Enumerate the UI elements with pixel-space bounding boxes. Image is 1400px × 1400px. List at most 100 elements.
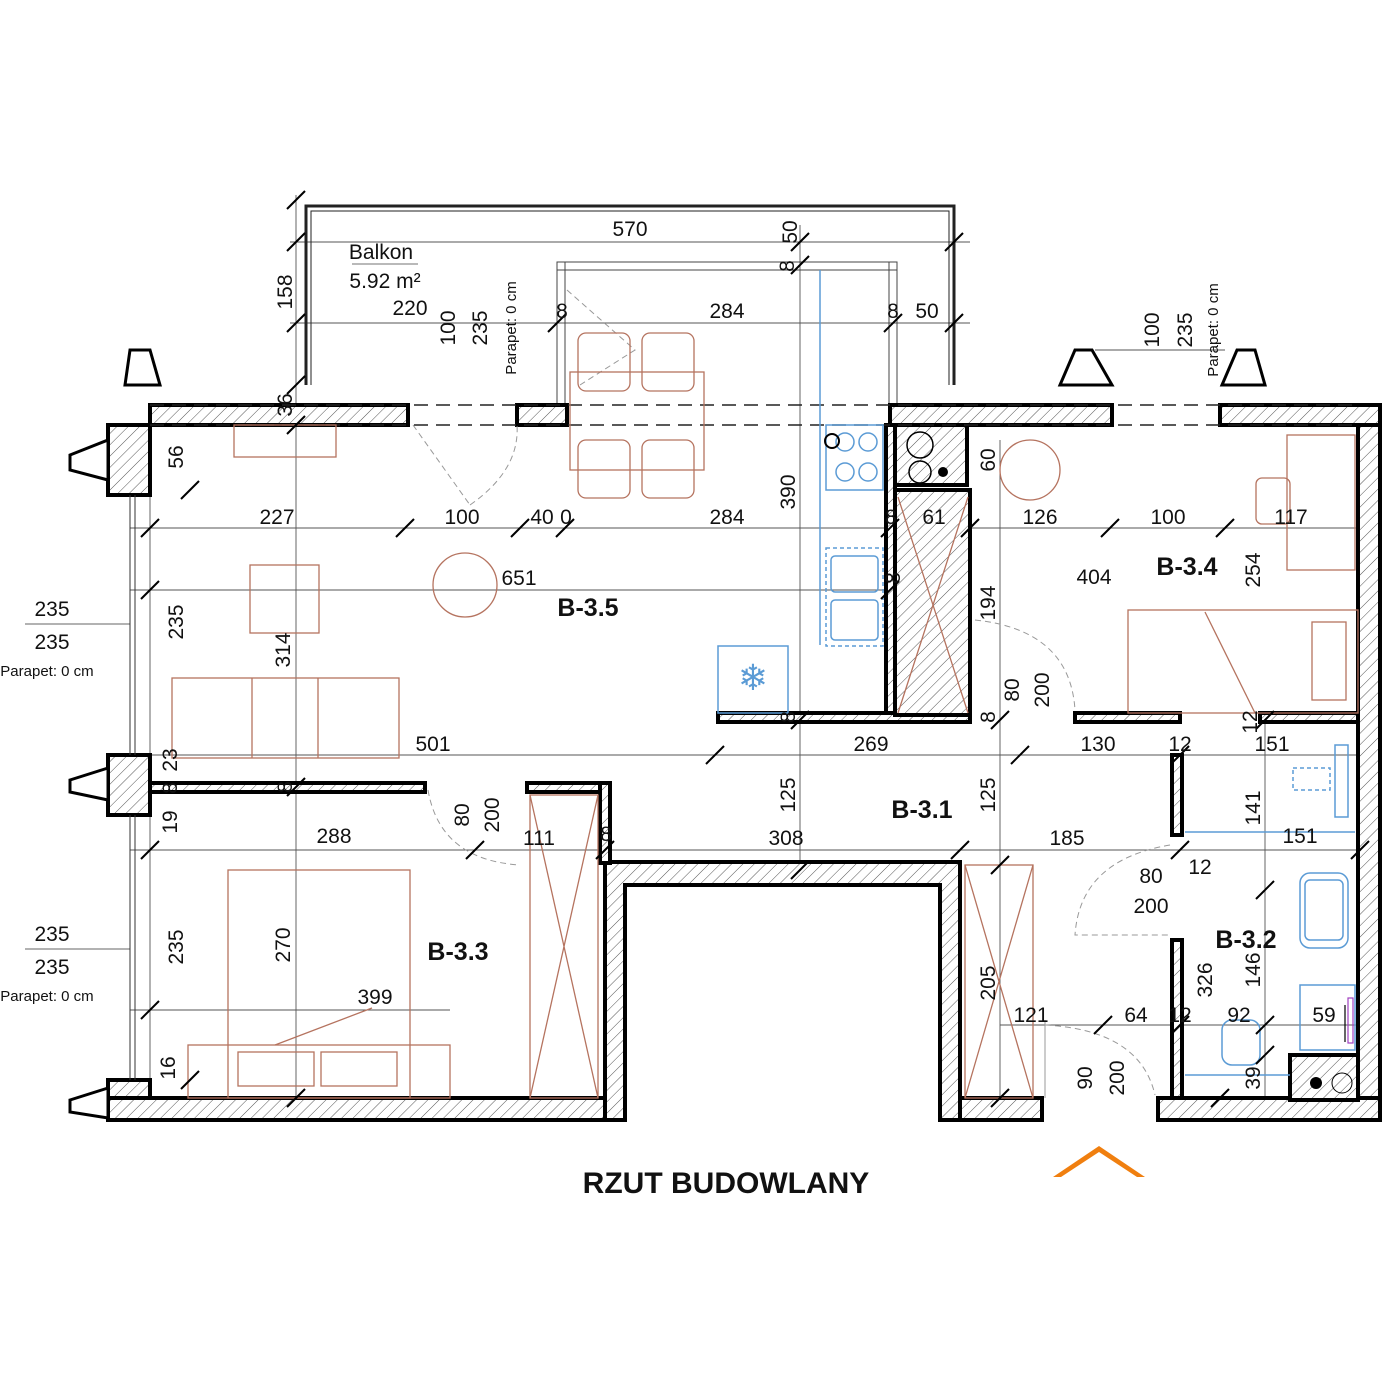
dimension-tick bbox=[1215, 518, 1235, 538]
dimension-label: 80 bbox=[1001, 678, 1024, 701]
dimension-tick bbox=[790, 710, 810, 730]
dimension-label: 326 bbox=[1194, 962, 1217, 997]
window-sill: Parapet: 0 cm bbox=[1205, 283, 1222, 376]
dimension-tick bbox=[1255, 880, 1275, 900]
dimension-label: 12 bbox=[1168, 733, 1191, 756]
dimension-tick bbox=[1210, 1088, 1230, 1108]
dimension-label: 8 bbox=[600, 823, 612, 846]
dimension-label: 288 bbox=[316, 825, 351, 848]
dimension-label: 56 bbox=[165, 445, 188, 468]
dimension-label: 235 bbox=[165, 929, 188, 964]
dimension-tick bbox=[286, 777, 306, 797]
dimension-label: 12 bbox=[1168, 1004, 1191, 1027]
dimension-tick bbox=[140, 1000, 160, 1020]
dimension-tick bbox=[465, 840, 485, 860]
dimension-label: 0 bbox=[560, 506, 572, 529]
dimension-label: 61 bbox=[922, 506, 945, 529]
dimension-tick bbox=[140, 840, 160, 860]
dimension-label: 50 bbox=[915, 300, 938, 323]
entrance-arrow-icon bbox=[1053, 1146, 1145, 1177]
dimension-tick bbox=[944, 313, 964, 333]
dimension-label: 146 bbox=[1242, 952, 1265, 987]
dimension-label: 90 bbox=[1074, 1066, 1097, 1089]
dimension-label: 151 bbox=[1282, 825, 1317, 848]
dimension-tick bbox=[705, 745, 725, 765]
dimension-tick bbox=[140, 580, 160, 600]
dimension-tick bbox=[595, 840, 615, 860]
dimension-tick bbox=[1010, 745, 1030, 765]
dimension-label: 50 bbox=[779, 220, 802, 243]
dimension-tick bbox=[960, 518, 980, 538]
window-width: 235 bbox=[34, 923, 69, 946]
dimension-label: 270 bbox=[272, 927, 295, 962]
dimension-label: 254 bbox=[1242, 552, 1265, 587]
dimension-label: 8 bbox=[777, 711, 800, 723]
dimension-tick bbox=[790, 232, 810, 252]
walls bbox=[68, 348, 1382, 1122]
window-sill: Parapet: 0 cm bbox=[503, 281, 520, 374]
dimension-tick bbox=[1255, 1015, 1275, 1035]
dimension-tick bbox=[180, 1070, 200, 1090]
dimension-tick bbox=[950, 840, 970, 860]
dimension-label: 220 bbox=[392, 297, 427, 320]
room-label-b34: B-3.4 bbox=[1156, 553, 1217, 581]
dimension-label: 308 bbox=[768, 827, 803, 850]
balcony bbox=[304, 204, 956, 406]
dimension-label: 284 bbox=[709, 506, 744, 529]
dimension-label: 12 bbox=[1188, 856, 1211, 879]
dimension-tick bbox=[1170, 1015, 1190, 1035]
window-height: 235 bbox=[34, 631, 69, 654]
dimension-tick bbox=[140, 518, 160, 538]
dimension-label: 8 bbox=[885, 506, 897, 529]
dimension-label: 570 bbox=[612, 218, 647, 241]
dimension-label: 8 bbox=[887, 300, 899, 323]
dimension-tick bbox=[395, 518, 415, 538]
window-width: 100 bbox=[437, 310, 460, 345]
window-width: 100 bbox=[1141, 312, 1164, 347]
dimension-label: 8 bbox=[274, 781, 297, 793]
dimension-label: 200 bbox=[481, 797, 504, 832]
dimension-label: 158 bbox=[274, 274, 297, 309]
dimension-label: 651 bbox=[501, 567, 536, 590]
dimension-label: 399 bbox=[357, 986, 392, 1009]
dimension-tick bbox=[286, 232, 306, 252]
dimension-label: 227 bbox=[259, 506, 294, 529]
dimension-tick bbox=[1255, 710, 1275, 730]
dimension-lines bbox=[130, 195, 1360, 1115]
dimension-label: 126 bbox=[1022, 506, 1057, 529]
freezer-icon: ❄ bbox=[738, 658, 768, 698]
dimension-tick bbox=[1100, 518, 1120, 538]
dimension-tick bbox=[1350, 840, 1370, 860]
balcony-area: 5.92 m² bbox=[349, 270, 420, 293]
dimension-label: 404 bbox=[1076, 566, 1111, 589]
dimension-label: 12 bbox=[1239, 710, 1262, 733]
dimension-label: 80 bbox=[451, 803, 474, 826]
dimension-tick bbox=[1170, 745, 1190, 765]
window-sill: Parapet: 0 cm bbox=[0, 988, 93, 1005]
balcony-label: Balkon bbox=[349, 241, 413, 264]
dimension-label: 111 bbox=[523, 827, 555, 850]
dimension-tick bbox=[510, 518, 530, 538]
dimension-label: 501 bbox=[415, 733, 450, 756]
dimension-label: 92 bbox=[1227, 1004, 1250, 1027]
dimension-label: 59 bbox=[1312, 1004, 1335, 1027]
dimension-tick bbox=[990, 1088, 1010, 1108]
dimension-tick bbox=[990, 710, 1010, 730]
dimension-label: 205 bbox=[977, 965, 1000, 1000]
dimension-label: 8 bbox=[977, 711, 1000, 723]
dimension-tick bbox=[790, 860, 810, 880]
dimension-label: 8 bbox=[882, 572, 905, 584]
window-height: 235 bbox=[34, 956, 69, 979]
dimension-tick bbox=[880, 580, 900, 600]
room-label-b32: B-3.2 bbox=[1215, 926, 1276, 954]
dimension-label: 125 bbox=[777, 777, 800, 812]
dimension-label: 314 bbox=[272, 632, 295, 667]
dimension-label: 121 bbox=[1013, 1004, 1048, 1027]
dimension-label: 36 bbox=[274, 393, 297, 416]
window-sill: Parapet: 0 cm bbox=[0, 663, 93, 680]
dimension-label: 39 bbox=[1242, 1066, 1265, 1089]
dimension-label: 60 bbox=[977, 448, 1000, 471]
dimension-label: 8 bbox=[159, 782, 182, 794]
dimension-tick bbox=[880, 518, 900, 538]
